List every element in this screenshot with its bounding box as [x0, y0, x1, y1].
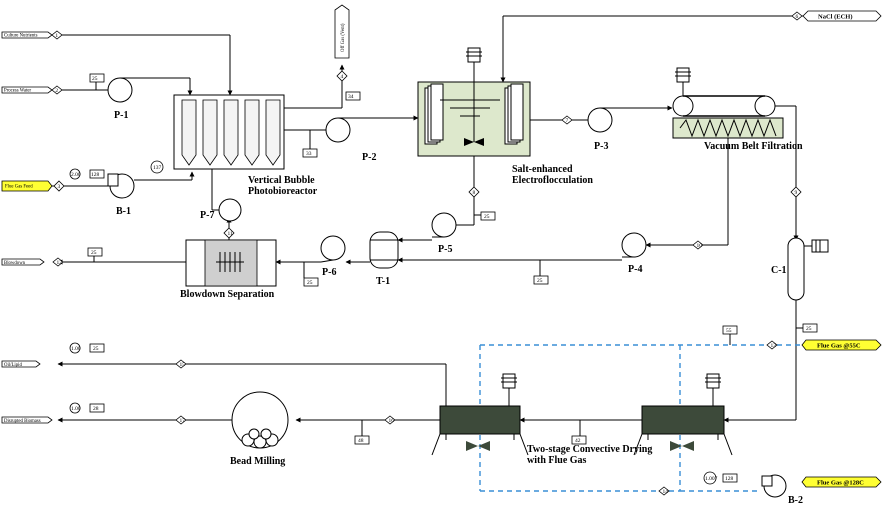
- svg-text:55: 55: [726, 328, 732, 334]
- svg-text:25: 25: [91, 250, 97, 256]
- svg-text:7: 7: [566, 118, 569, 124]
- svg-text:15: 15: [180, 362, 186, 368]
- pump-p5[interactable]: P-5: [397, 212, 457, 255]
- bead-mill[interactable]: Bead Milling: [57, 391, 289, 467]
- svg-text:Blowdown Separation: Blowdown Separation: [180, 289, 275, 300]
- svg-text:1.007: 1.007: [705, 476, 718, 482]
- svg-text:25: 25: [806, 326, 812, 332]
- svg-text:128: 128: [725, 476, 734, 482]
- stream-flue-gas-128: Flue Gas @128C 1.007 128 14: [658, 471, 882, 496]
- stream-vbf-to-c1: 9: [775, 105, 802, 241]
- svg-text:17: 17: [180, 418, 186, 424]
- stream-efloc-to-p5: 8 25: [456, 156, 496, 226]
- svg-text:48: 48: [358, 438, 364, 444]
- svg-text:4: 4: [341, 74, 344, 80]
- svg-text:Flue Gas @55C: Flue Gas @55C: [817, 343, 861, 350]
- stream-culture-nutrients: Culture Nutrients 1: [1, 30, 233, 96]
- svg-text:13: 13: [771, 343, 777, 349]
- svg-text:3: 3: [58, 184, 61, 190]
- svg-text:P-6: P-6: [322, 267, 336, 278]
- svg-text:137: 137: [153, 165, 162, 171]
- svg-text:42: 42: [575, 438, 581, 444]
- svg-text:12: 12: [57, 260, 63, 266]
- column-c1[interactable]: C-1 25: [723, 237, 829, 423]
- svg-text:128: 128: [91, 172, 100, 178]
- svg-text:Culture Nutrients: Culture Nutrients: [4, 34, 38, 39]
- svg-text:8: 8: [473, 190, 476, 196]
- svg-text:Oil/Lipid: Oil/Lipid: [4, 363, 22, 368]
- blower-b1[interactable]: B-1 137: [107, 160, 195, 217]
- stream-flue-gas-55: Flue Gas @55C 13 55: [722, 325, 882, 351]
- svg-text:P-3: P-3: [594, 141, 608, 152]
- svg-text:Flue Gas @128C: Flue Gas @128C: [817, 480, 864, 487]
- svg-text:B-1: B-1: [116, 206, 131, 217]
- tank-t1[interactable]: T-1: [345, 231, 399, 287]
- svg-text:P-5: P-5: [438, 244, 452, 255]
- pump-p6[interactable]: P-6 25: [275, 235, 346, 287]
- stream-off-gas-vent: Off Gas (Vent) 4 34: [284, 4, 361, 109]
- svg-text:9: 9: [795, 190, 798, 196]
- stream-vbf-to-p4: 10: [645, 138, 729, 250]
- pump-p1[interactable]: P-1 25: [89, 73, 193, 121]
- svg-text:2.00: 2.00: [71, 172, 81, 178]
- svg-text:Bead Milling: Bead Milling: [230, 456, 285, 467]
- svg-text:P-4: P-4: [628, 264, 642, 275]
- svg-text:Off Gas (Vent): Off Gas (Vent): [341, 23, 346, 52]
- pump-p4[interactable]: P-4 25: [397, 232, 647, 285]
- svg-text:Vacuum Belt Filtration: Vacuum Belt Filtration: [704, 141, 803, 152]
- stream-dryer-to-mill: 16 48: [295, 415, 440, 445]
- svg-text:16: 16: [389, 418, 395, 424]
- svg-text:34: 34: [348, 94, 354, 100]
- svg-text:B-2: B-2: [788, 495, 803, 506]
- svg-text:25: 25: [484, 214, 490, 220]
- svg-text:33: 33: [306, 151, 312, 157]
- svg-text:10: 10: [697, 243, 703, 249]
- svg-text:Flue Gas Feed: Flue Gas Feed: [5, 185, 33, 190]
- svg-text:Blowdown: Blowdown: [4, 261, 26, 266]
- stream-flue-gas-feed: Flue Gas Feed 3 2.00 128: [1, 168, 108, 192]
- svg-text:11: 11: [228, 231, 234, 237]
- vacuum-belt-filter[interactable]: Vacuum Belt Filtration: [672, 67, 803, 152]
- stream-process-water: Process Water 2: [1, 85, 108, 95]
- svg-text:P-7: P-7: [200, 210, 214, 221]
- svg-text:25: 25: [537, 278, 543, 284]
- svg-text:6: 6: [796, 14, 799, 20]
- dryer-stage-1[interactable]: [57, 361, 529, 456]
- blower-b2[interactable]: B-2: [761, 474, 803, 506]
- svg-text:28: 28: [93, 406, 99, 412]
- svg-text:1.00: 1.00: [71, 346, 81, 352]
- svg-text:P-1: P-1: [114, 110, 128, 121]
- stream-oil-lipid: Oil/Lipid 15 1.00 25: [1, 342, 187, 369]
- svg-text:NaCl (ECH): NaCl (ECH): [818, 14, 852, 21]
- svg-text:1.00: 1.00: [71, 406, 81, 412]
- svg-text:25: 25: [307, 280, 313, 286]
- svg-text:Process Water: Process Water: [4, 89, 32, 94]
- stream-disrupted-biomass: Disrupted Biomass 17 1.00 28: [1, 402, 187, 425]
- svg-text:Disrupted Biomass: Disrupted Biomass: [4, 419, 41, 424]
- svg-text:14: 14: [663, 489, 669, 495]
- blowdown-separation[interactable]: Blowdown Separation 11: [57, 217, 277, 300]
- svg-text:C-1: C-1: [771, 265, 787, 276]
- stream-blowdown: Blowdown 12 25: [1, 247, 103, 267]
- pump-p2[interactable]: P-2: [325, 115, 419, 163]
- pump-p3[interactable]: P-3: [587, 105, 673, 152]
- svg-text:1: 1: [55, 33, 58, 39]
- pump-p7[interactable]: P-7: [200, 169, 242, 222]
- svg-text:2: 2: [55, 88, 58, 94]
- svg-text:25: 25: [92, 76, 98, 82]
- svg-text:P-2: P-2: [362, 152, 376, 163]
- svg-text:25: 25: [93, 346, 99, 352]
- svg-text:T-1: T-1: [376, 276, 390, 287]
- stream-nacl: NaCl (ECH) 6: [500, 10, 882, 83]
- stream-efloc-to-p3: 7: [530, 115, 588, 125]
